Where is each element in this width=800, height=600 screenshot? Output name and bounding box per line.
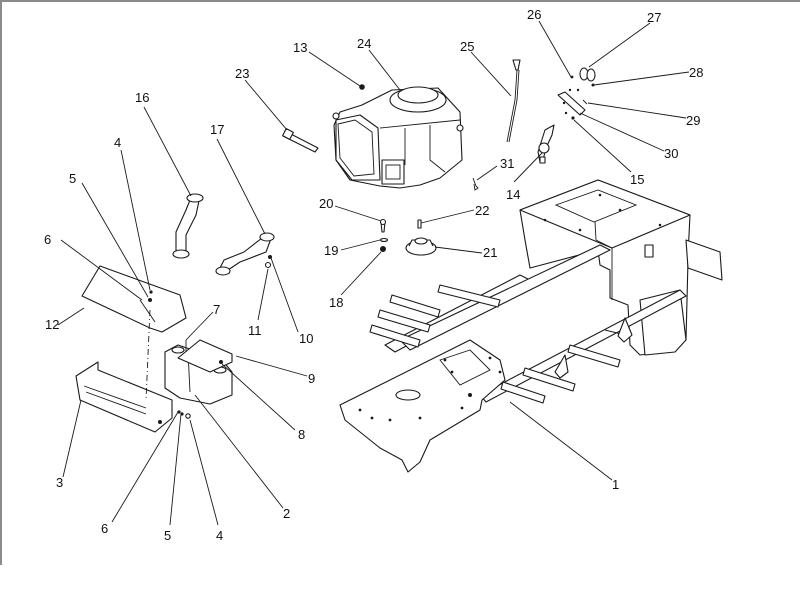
callout-5: 5 [164, 528, 171, 543]
engine-mount-bolt[interactable] [379, 218, 387, 233]
pulley[interactable] [405, 237, 437, 256]
callout-6: 6 [101, 521, 108, 536]
callout-29: 29 [686, 113, 700, 128]
callout-17: 17 [210, 122, 224, 137]
callout-24: 24 [357, 36, 371, 51]
callout-3: 3 [56, 475, 63, 490]
exhaust-washer[interactable] [264, 261, 272, 269]
frame-border-left [0, 0, 2, 565]
callout-10: 10 [299, 331, 313, 346]
callout-2: 2 [283, 506, 290, 521]
callout-7: 7 [213, 302, 220, 317]
cable-clamp-screw[interactable] [570, 75, 574, 79]
callout-4: 4 [114, 135, 121, 150]
callout-27: 27 [647, 10, 661, 25]
callout-30: 30 [664, 146, 678, 161]
callout-22: 22 [475, 203, 489, 218]
engine-mount-washer[interactable] [379, 237, 389, 243]
callout-1: 1 [612, 477, 619, 492]
callout-16: 16 [135, 90, 149, 105]
frame-border-top [0, 0, 800, 2]
callout-13: 13 [293, 40, 307, 55]
muffler-bracket-nut[interactable] [219, 360, 223, 364]
engine[interactable] [332, 86, 464, 189]
throttle-nut[interactable] [571, 116, 575, 120]
callout-23: 23 [235, 66, 249, 81]
callout-12: 12 [45, 317, 59, 332]
assembly-centerline [145, 309, 151, 401]
nut[interactable] [185, 413, 191, 419]
leader-lines [57, 20, 690, 526]
callout-6: 6 [44, 232, 51, 247]
control-plate[interactable] [557, 91, 586, 116]
callout-4: 4 [216, 528, 223, 543]
key[interactable] [417, 219, 422, 229]
exhaust-pipe-left[interactable] [172, 193, 204, 259]
dipstick[interactable] [506, 59, 521, 143]
callout-21: 21 [483, 245, 497, 260]
muffler-heat-shield-upper[interactable] [81, 265, 187, 333]
cable-clamp[interactable] [579, 67, 596, 82]
muffler-bracket[interactable] [177, 339, 233, 373]
fuel-line[interactable] [282, 128, 319, 153]
exhaust-pipe-right[interactable] [215, 232, 275, 276]
muffler-heat-shield-lower[interactable] [75, 361, 173, 433]
clamp-nut[interactable] [591, 83, 595, 87]
callout-20: 20 [319, 196, 333, 211]
callout-11: 11 [248, 323, 262, 338]
callout-26: 26 [527, 7, 541, 22]
throttle-lever[interactable] [537, 124, 555, 164]
callout-28: 28 [689, 65, 703, 80]
callout-25: 25 [460, 39, 474, 54]
callout-14: 14 [506, 187, 520, 202]
callout-18: 18 [329, 295, 343, 310]
callout-15: 15 [630, 172, 644, 187]
control-bolt[interactable] [582, 99, 588, 105]
callout-19: 19 [324, 243, 338, 258]
callout-labels: 1 2 3 4 4 5 5 6 6 7 8 9 10 11 12 13 14 1… [44, 7, 703, 543]
callout-8: 8 [298, 427, 305, 442]
main-frame[interactable] [339, 179, 723, 473]
callout-9: 9 [308, 371, 315, 386]
engine-nut[interactable] [359, 84, 365, 90]
flat-washer[interactable] [177, 410, 181, 414]
callout-31: 31 [500, 156, 514, 171]
engine-mount-nut[interactable] [380, 246, 386, 252]
wire-clip[interactable] [472, 177, 479, 191]
callout-5: 5 [69, 171, 76, 186]
